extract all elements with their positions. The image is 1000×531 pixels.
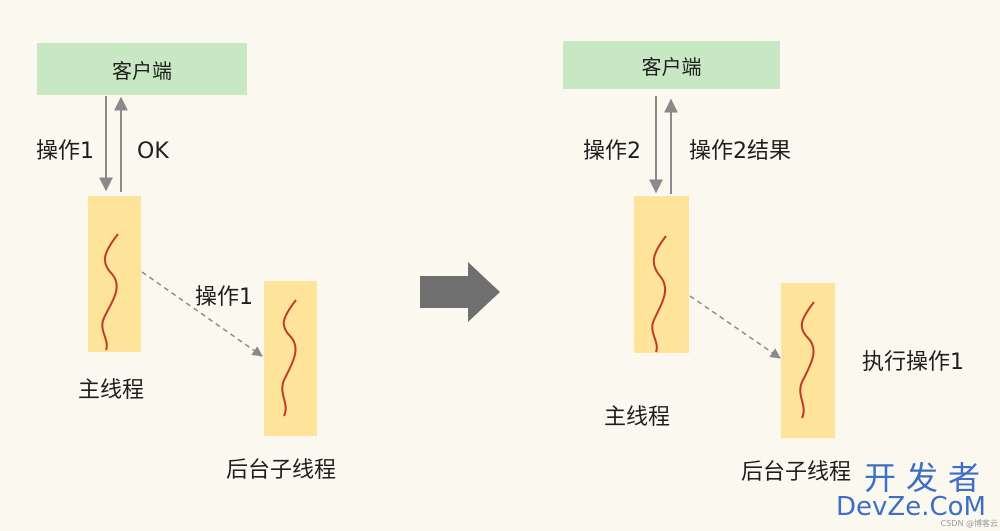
left-bg-thread-label: 后台子线程 [226, 458, 337, 483]
left-dispatch-label: 操作1 [195, 285, 253, 310]
right-bg-thread-label: 后台子线程 [741, 460, 852, 485]
left-client-label: 客户端 [112, 58, 172, 83]
right-op-label: 操作2 [583, 139, 641, 164]
left-main-thread-label: 主线程 [78, 378, 145, 403]
watermark-cn: 开发者 [863, 459, 990, 497]
left-bg-thread-box [264, 281, 317, 436]
left-client-box: 客户端 [37, 43, 247, 95]
right-dispatch-arrow [689, 295, 781, 359]
right-main-thread-box [634, 196, 689, 353]
left-op-label: 操作1 [36, 139, 94, 164]
right-exec-label: 执行操作1 [862, 350, 964, 375]
transition-arrow [420, 262, 500, 322]
watermark-source: CSDN @博客云 [940, 519, 998, 528]
watermark-en: DevZe.CoM [836, 492, 986, 522]
right-bg-thread-box [781, 283, 835, 438]
right-main-thread-label: 主线程 [604, 405, 671, 430]
left-dispatch-arrow [141, 271, 263, 357]
right-client-box: 客户端 [563, 41, 780, 89]
right-client-label: 客户端 [641, 54, 702, 79]
left-ok-label: OK [137, 139, 169, 164]
right-result-label: 操作2结果 [689, 139, 791, 164]
left-main-thread-box [88, 196, 141, 352]
